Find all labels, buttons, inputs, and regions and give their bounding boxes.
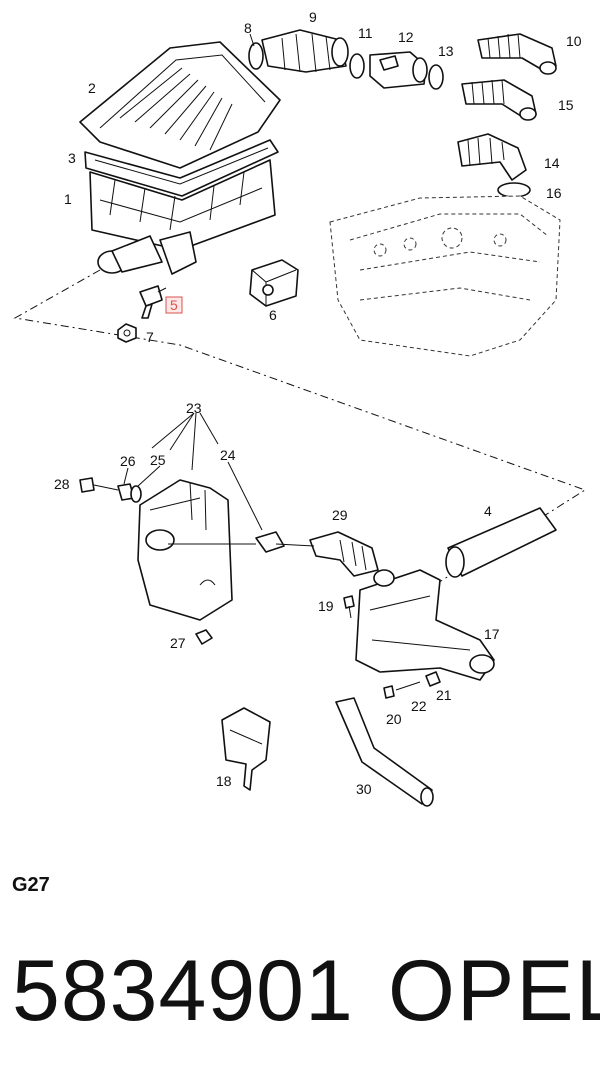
bolt-19	[343, 595, 355, 619]
resonator-box	[137, 479, 233, 621]
callout-24: 24	[220, 447, 236, 463]
seal-ring-11	[349, 53, 365, 79]
callout-3: 3	[68, 150, 76, 166]
callout-labels: 1 2 3 4 5 6 7 8 9 10 11 12 13 14 15 16 1…	[54, 9, 582, 797]
hose-15	[461, 79, 537, 121]
engine-block	[329, 195, 561, 357]
bolt-20	[383, 685, 395, 699]
callout-18: 18	[216, 773, 232, 789]
clamp-16	[497, 182, 531, 198]
hose-14	[457, 133, 527, 181]
callout-15: 15	[558, 97, 574, 113]
callout-12: 12	[398, 29, 414, 45]
callout-28: 28	[54, 476, 70, 492]
grommet-nut	[117, 323, 137, 343]
hose-4	[445, 507, 557, 578]
brand-name: OPEL	[388, 943, 600, 1039]
callout-19: 19	[318, 598, 334, 614]
bracket-18	[221, 707, 271, 791]
bolt-22	[395, 681, 421, 691]
callout-10: 10	[566, 33, 582, 49]
washer-25	[130, 485, 142, 503]
air-filter-housing	[79, 41, 281, 275]
callout-16: 16	[546, 185, 562, 201]
hose-30	[335, 697, 434, 807]
intake-manifold-17	[355, 569, 495, 681]
part-number: 5834901	[12, 943, 354, 1039]
callout-6: 6	[269, 307, 277, 323]
clamp-13	[428, 64, 444, 90]
elbow-29	[309, 531, 379, 577]
air-mass-meter	[369, 51, 428, 89]
callout-2: 2	[88, 80, 96, 96]
hose-10	[477, 33, 557, 75]
callout-20: 20	[386, 711, 402, 727]
bolt-28	[79, 477, 119, 493]
callout-13: 13	[438, 43, 454, 59]
air-duct-9	[261, 29, 349, 73]
parts-diagram: 1 2 3 4 5 6 7 8 9 10 11 12 13 14 15 16 1…	[13, 9, 587, 807]
seal-ring-24	[255, 531, 285, 553]
callout-21: 21	[436, 687, 452, 703]
callout-4: 4	[484, 503, 492, 519]
callout-25: 25	[150, 452, 166, 468]
callout-23: 23	[186, 400, 202, 416]
group-code: G27	[12, 874, 50, 896]
callout-17: 17	[484, 626, 500, 642]
rubber-mount	[249, 259, 299, 307]
callout-29: 29	[332, 507, 348, 523]
temperature-sensor	[139, 285, 167, 319]
callout-9: 9	[309, 9, 317, 25]
callout-8: 8	[244, 20, 252, 36]
callout-1: 1	[64, 191, 72, 207]
callout-5-highlight	[165, 296, 183, 314]
leader-lines	[123, 33, 315, 547]
callout-11: 11	[358, 25, 373, 41]
callout-14: 14	[544, 155, 560, 171]
callout-26: 26	[120, 453, 136, 469]
nut-27	[195, 629, 213, 645]
nut-21	[425, 671, 441, 687]
callout-30: 30	[356, 781, 372, 797]
clamp-8	[248, 42, 264, 70]
callout-22: 22	[411, 698, 427, 714]
callout-7: 7	[146, 329, 154, 345]
callout-5[interactable]: 5	[170, 297, 178, 313]
callout-27: 27	[170, 635, 186, 651]
